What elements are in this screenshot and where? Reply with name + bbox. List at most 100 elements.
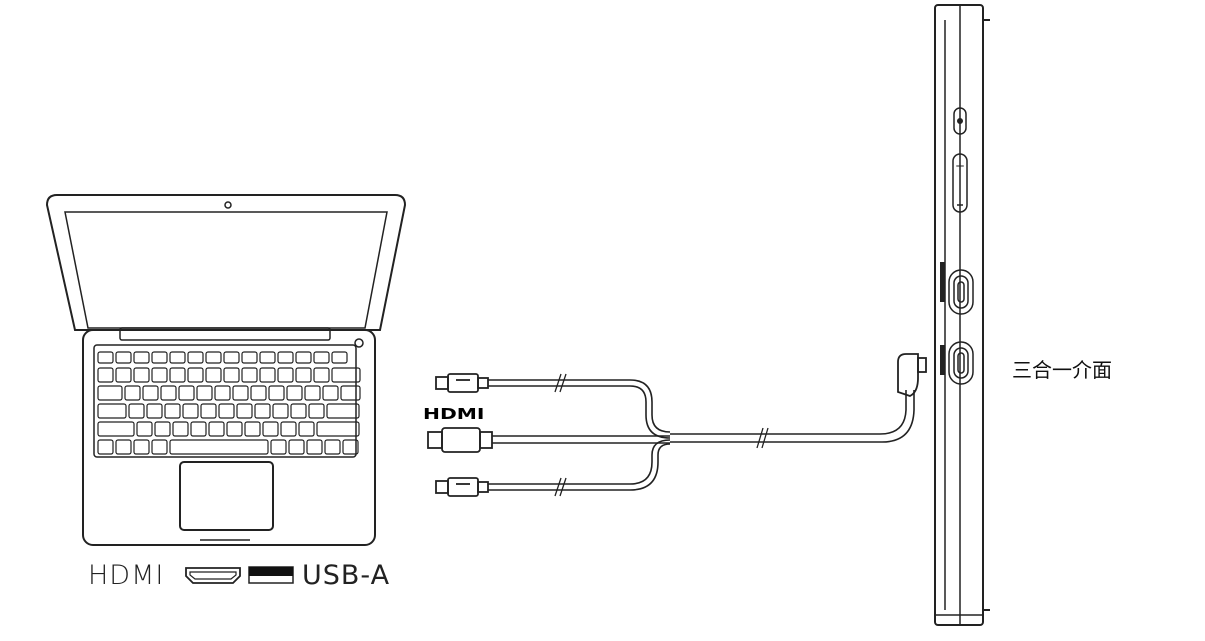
keyboard-key xyxy=(290,403,307,419)
keyboard-key xyxy=(133,439,150,455)
keyboard-key xyxy=(151,367,168,383)
keyboard-key xyxy=(97,403,127,419)
cable-plugs xyxy=(427,373,493,497)
usb-c-port-upper xyxy=(948,269,974,315)
keyboard-key xyxy=(190,421,207,437)
cable-top xyxy=(488,379,671,433)
keyboard-key xyxy=(205,367,222,383)
usb-plug-bottom xyxy=(435,477,489,497)
three-in-one-port-label: 三合一介面 xyxy=(1012,358,1112,382)
keyboard-key xyxy=(164,403,181,419)
keyboard-key xyxy=(280,421,297,437)
keyboard-key xyxy=(169,439,269,455)
laptop xyxy=(45,194,407,546)
usb-c-port-lower xyxy=(948,341,974,385)
keyboard-key xyxy=(250,385,267,401)
keyboard-key xyxy=(187,367,204,383)
keyboard-key xyxy=(277,367,294,383)
display-device-side: + xyxy=(934,4,990,626)
keyboard-key xyxy=(115,439,132,455)
webcam-icon xyxy=(224,201,232,209)
hdmi-port-icon xyxy=(185,567,241,584)
cables xyxy=(488,373,915,497)
keyboard-key xyxy=(277,351,294,364)
keyboard-key xyxy=(313,351,330,364)
keyboard-key xyxy=(97,367,114,383)
svg-text:+: + xyxy=(955,159,965,173)
laptop-lid xyxy=(45,194,407,331)
hdmi-plug xyxy=(427,427,493,453)
keyboard-key xyxy=(254,403,271,419)
keyboard-key xyxy=(306,439,323,455)
keyboard-key xyxy=(316,421,360,437)
keyboard-key xyxy=(196,385,213,401)
laptop-screen xyxy=(64,211,388,329)
keyboard-key xyxy=(298,421,315,437)
keyboard-key xyxy=(232,385,249,401)
keyboard-key xyxy=(331,351,348,364)
touchpad xyxy=(179,461,274,531)
keyboard-key xyxy=(187,351,204,364)
keyboard-key xyxy=(304,385,321,401)
usb-a-port-fill xyxy=(249,567,293,576)
keyboard-key xyxy=(136,421,153,437)
keyboard-key xyxy=(286,385,303,401)
hdmi-cable-label: HDMI xyxy=(423,405,485,423)
keyboard-key xyxy=(133,367,150,383)
keyboard-key xyxy=(97,351,114,364)
keyboard-key xyxy=(241,367,258,383)
usb-plug-top xyxy=(435,373,489,393)
keyboard-key xyxy=(322,385,339,401)
laptop-hinge xyxy=(119,327,331,341)
keyboard-key xyxy=(308,403,325,419)
keyboard-key xyxy=(223,351,240,364)
keyboard-key xyxy=(208,421,225,437)
keyboard-key xyxy=(160,385,177,401)
keyboard-key xyxy=(270,439,287,455)
keyboard-key xyxy=(205,351,222,364)
keyboard-key xyxy=(97,421,135,437)
keyboard-key xyxy=(262,421,279,437)
keyboard-key xyxy=(200,403,217,419)
keyboard-key xyxy=(226,421,243,437)
legend-usb-a-label: USB-A xyxy=(302,560,391,591)
keyboard-key xyxy=(151,351,168,364)
usb-c-right-angle-connector xyxy=(897,353,927,397)
keyboard-key xyxy=(151,439,168,455)
keyboard-key xyxy=(218,403,235,419)
keyboard-key xyxy=(295,351,312,364)
keyboard-key xyxy=(324,439,341,455)
keyboard-key xyxy=(340,385,361,401)
keyboard-key xyxy=(342,439,359,455)
keyboard-key xyxy=(241,351,258,364)
cable-bottom xyxy=(488,439,671,485)
keyboard-key xyxy=(244,421,261,437)
keyboard-key xyxy=(268,385,285,401)
keyboard-key xyxy=(146,403,163,419)
main-cable xyxy=(670,390,907,435)
keyboard-key xyxy=(169,351,186,364)
keyboard-key xyxy=(223,367,240,383)
keyboard-key xyxy=(97,439,114,455)
keyboard-key xyxy=(172,421,189,437)
keyboard-key xyxy=(169,367,186,383)
power-button xyxy=(953,107,967,135)
volume-rocker xyxy=(952,153,968,213)
keyboard-key xyxy=(124,385,141,401)
keyboard-key xyxy=(154,421,171,437)
power-button-icon xyxy=(354,338,364,348)
keyboard-key xyxy=(178,385,195,401)
keyboard xyxy=(97,351,361,455)
keyboard-key xyxy=(313,367,330,383)
legend-hdmi-label: HDMI xyxy=(88,560,165,591)
keyboard-key xyxy=(214,385,231,401)
keyboard-key xyxy=(259,367,276,383)
keyboard-key xyxy=(182,403,199,419)
keyboard-key xyxy=(331,367,361,383)
keyboard-key xyxy=(326,403,360,419)
keyboard-key xyxy=(142,385,159,401)
keyboard-key xyxy=(272,403,289,419)
keyboard-area xyxy=(93,344,357,458)
keyboard-key xyxy=(295,367,312,383)
